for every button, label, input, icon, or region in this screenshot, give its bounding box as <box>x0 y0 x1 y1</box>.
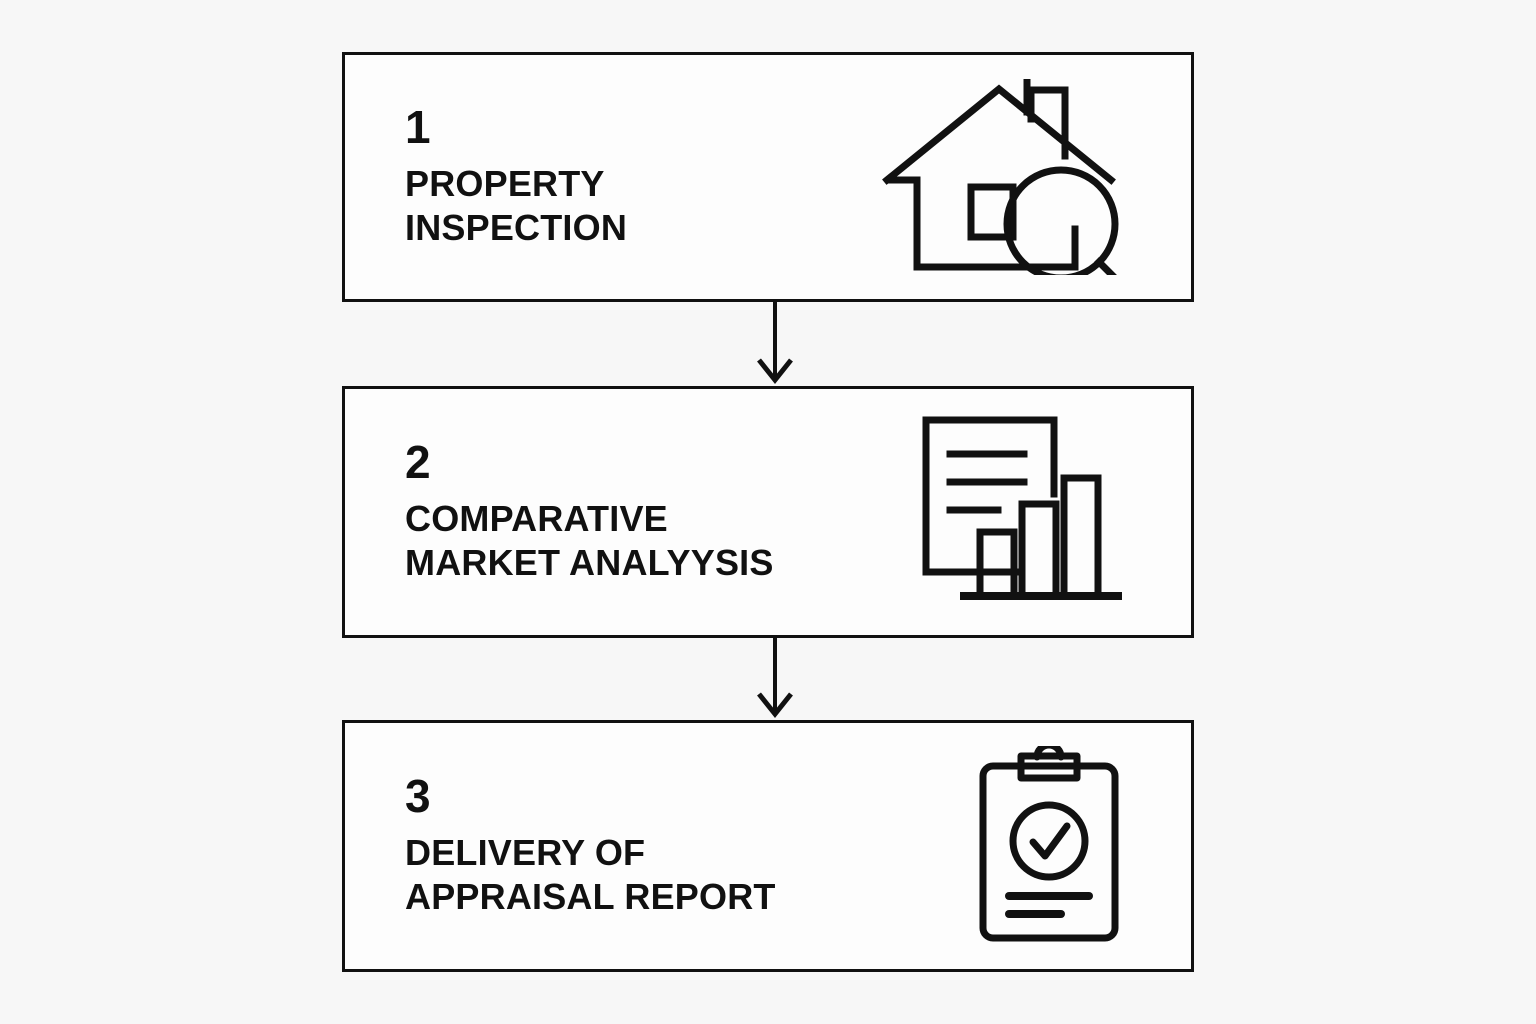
step-3-label: DELIVERY OF APPRAISAL REPORT <box>405 832 776 917</box>
connector-arrow-2 <box>740 638 810 720</box>
clipboard-check-icon <box>979 746 1119 942</box>
step-2-number: 2 <box>405 436 431 489</box>
step-1-icon <box>879 79 1129 275</box>
step-2-icon <box>914 412 1129 612</box>
step-2-text-block: 2 COMPARATIVE MARKET ANALYYSIS <box>405 439 774 585</box>
step-2-label: COMPARATIVE MARKET ANALYYSIS <box>405 498 774 583</box>
step-box-1[interactable]: 1 PROPERTY INSPECTION <box>342 52 1194 302</box>
house-magnifier-icon <box>882 79 1119 275</box>
step-box-3[interactable]: 3 DELIVERY OF APPRAISAL REPORT <box>342 720 1194 972</box>
connector-arrow-1 <box>740 302 810 386</box>
step-box-2[interactable]: 2 COMPARATIVE MARKET ANALYYSIS <box>342 386 1194 638</box>
arrow-down-icon <box>757 302 793 385</box>
step-3-number: 3 <box>405 770 431 823</box>
step-3-icon <box>969 746 1129 946</box>
step-1-label: PROPERTY INSPECTION <box>405 163 628 248</box>
step-1-number: 1 <box>405 101 431 154</box>
step-1-text-block: 1 PROPERTY INSPECTION <box>405 104 627 250</box>
step-3-text-block: 3 DELIVERY OF APPRAISAL REPORT <box>405 773 776 919</box>
arrow-down-icon <box>757 638 793 719</box>
document-bar-chart-icon <box>922 416 1122 600</box>
